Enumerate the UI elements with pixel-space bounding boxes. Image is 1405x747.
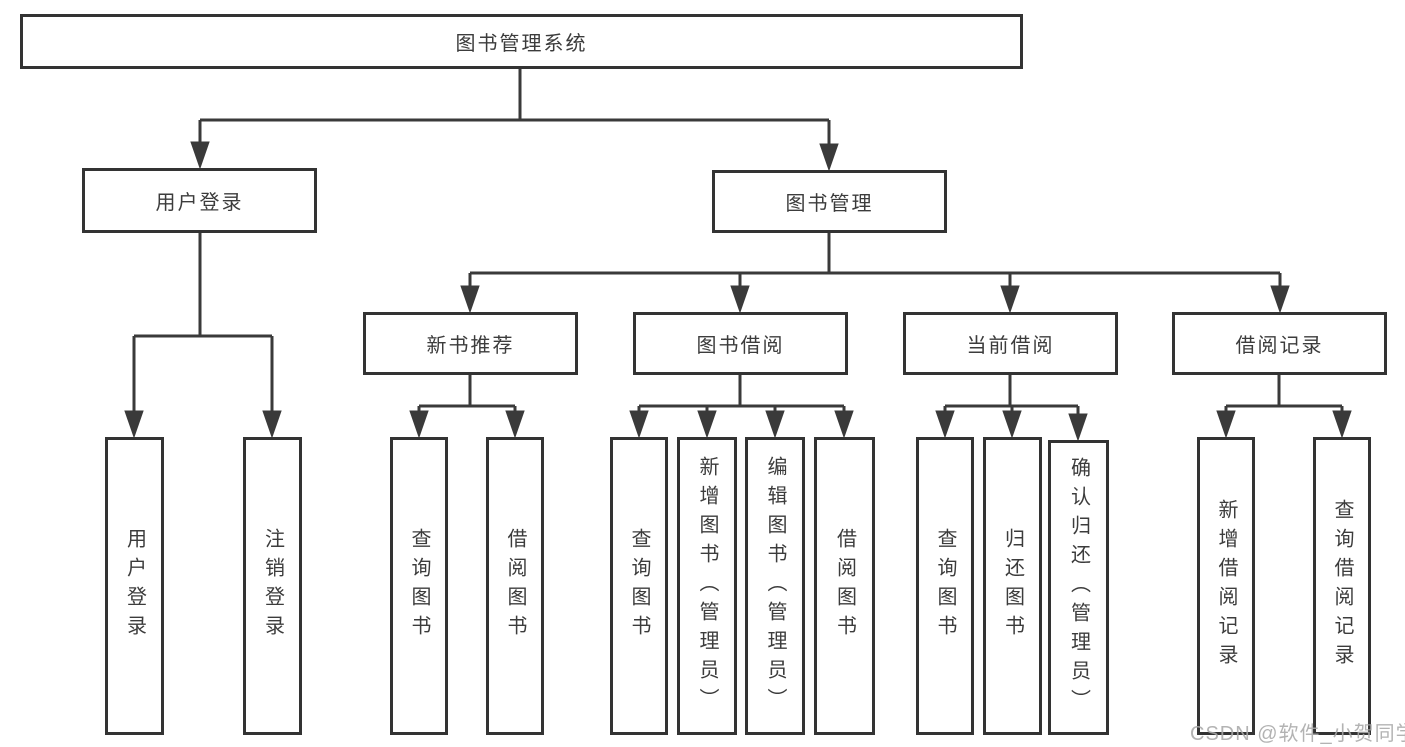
node-book-borrowing: 图书借阅 (633, 312, 848, 375)
arrowhead-down-icon (124, 410, 144, 439)
node-user-login-leaf: 用户登录 (105, 437, 164, 735)
arrowhead-down-icon (765, 410, 785, 439)
arrowhead-down-icon (409, 410, 429, 439)
node-query-books-2: 查询图书 (610, 437, 668, 735)
arrowhead-down-icon (1002, 410, 1022, 439)
node-add-borrow-record: 新增借阅记录 (1197, 437, 1255, 735)
arrowhead-down-icon (460, 285, 480, 314)
arrowhead-down-icon (935, 410, 955, 439)
node-confirm-return-admin: 确认归还（管理员） (1048, 440, 1109, 735)
arrowhead-down-icon (1068, 413, 1088, 442)
node-book-management: 图书管理 (712, 170, 947, 233)
node-add-books-admin: 新增图书（管理员） (677, 437, 737, 735)
node-return-books: 归还图书 (983, 437, 1042, 735)
node-current-borrowing: 当前借阅 (903, 312, 1118, 375)
node-borrowing-records: 借阅记录 (1172, 312, 1387, 375)
arrowhead-down-icon (190, 141, 210, 170)
node-new-book-recommend: 新书推荐 (363, 312, 578, 375)
arrowhead-down-icon (819, 143, 839, 172)
arrowhead-down-icon (629, 410, 649, 439)
node-borrow-books-1: 借阅图书 (486, 437, 544, 735)
node-user-login: 用户登录 (82, 168, 317, 233)
node-edit-books-admin: 编辑图书（管理员） (745, 437, 805, 735)
arrowhead-down-icon (505, 410, 525, 439)
arrowhead-down-icon (1270, 285, 1290, 314)
arrowhead-down-icon (730, 285, 750, 314)
node-query-books-1: 查询图书 (390, 437, 448, 735)
arrowhead-down-icon (262, 410, 282, 439)
node-root: 图书管理系统 (20, 14, 1023, 69)
node-query-books-3: 查询图书 (916, 437, 974, 735)
arrowhead-down-icon (1332, 410, 1352, 439)
arrowhead-down-icon (1000, 285, 1020, 314)
node-query-borrow-record: 查询借阅记录 (1313, 437, 1371, 735)
arrowhead-down-icon (697, 410, 717, 439)
arrowhead-down-icon (1216, 410, 1236, 439)
arrowhead-down-icon (834, 410, 854, 439)
watermark: CSDN @软件_小贺同学 (1190, 723, 1405, 745)
node-borrow-books-2: 借阅图书 (814, 437, 875, 735)
node-logout-leaf: 注销登录 (243, 437, 302, 735)
